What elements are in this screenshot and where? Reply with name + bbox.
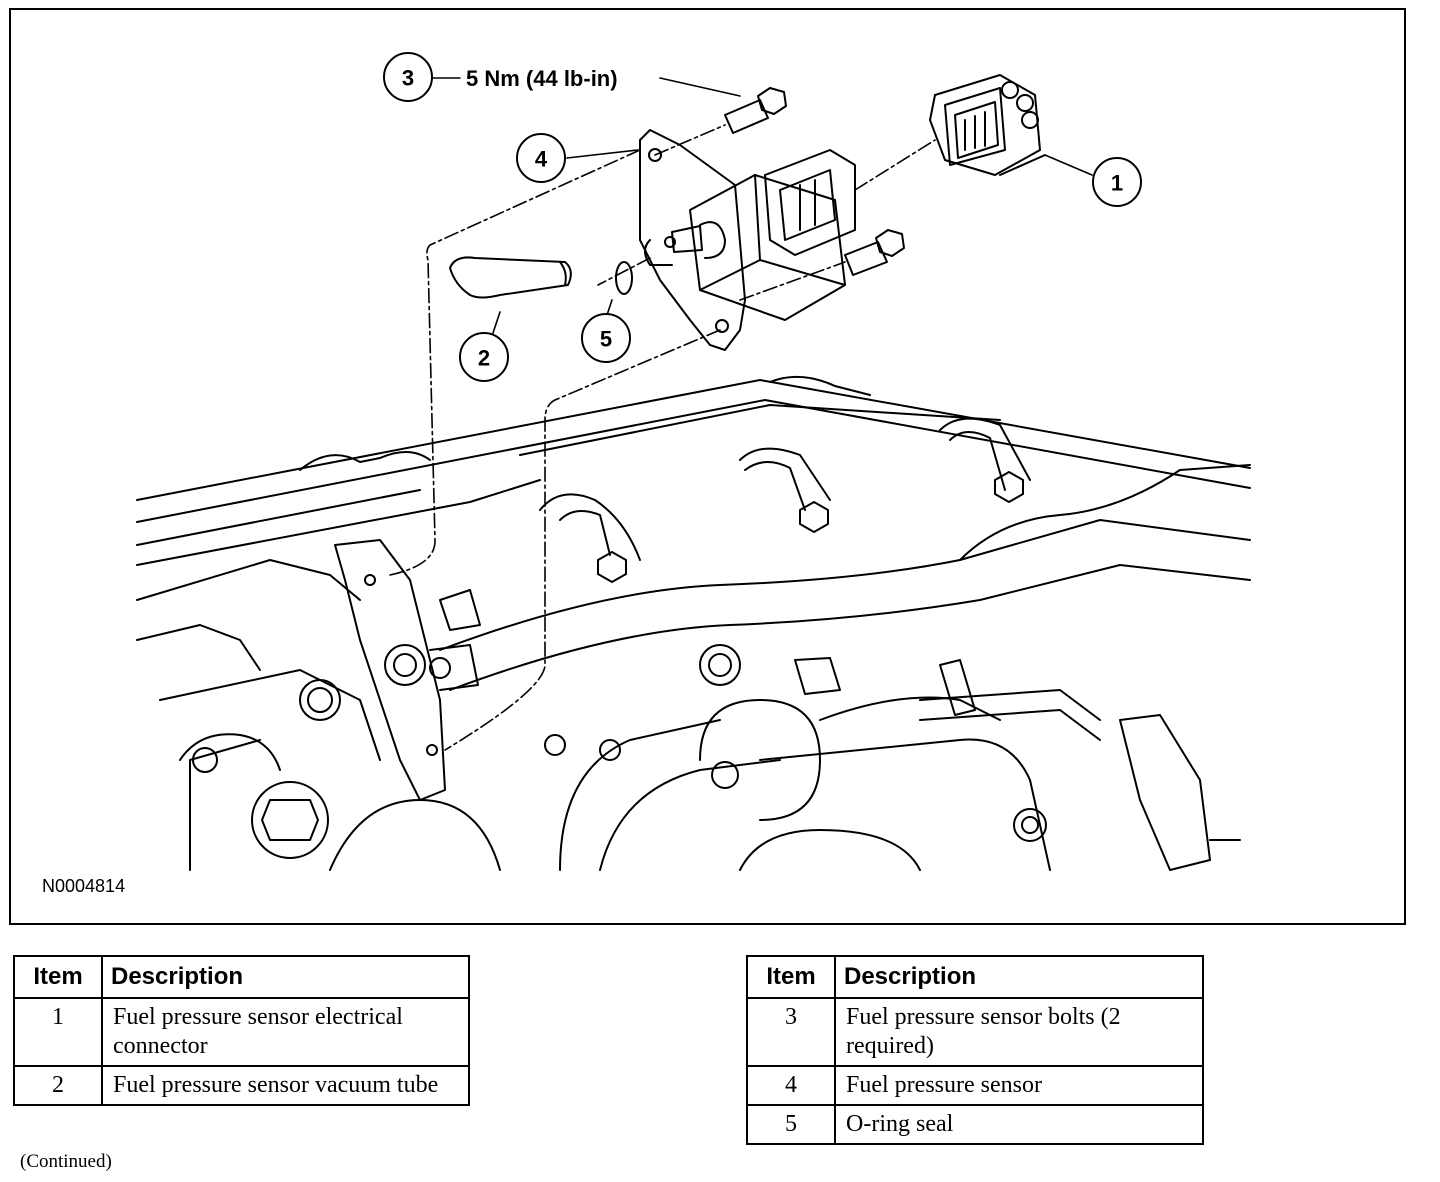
table-row: 4 Fuel pressure sensor (746, 1065, 1204, 1106)
row-description: Fuel pressure sensor electrical connecto… (101, 997, 470, 1067)
row-description: Fuel pressure sensor vacuum tube (101, 1065, 470, 1106)
header-description: Description (101, 955, 470, 999)
row-description: Fuel pressure sensor bolts (2 required) (834, 997, 1204, 1067)
row-item-number: 3 (746, 997, 836, 1067)
callout-circle-5 (581, 313, 631, 363)
centerline-port (597, 257, 651, 286)
centerline-connector (854, 139, 936, 191)
legend-table-left: Item Description 1 Fuel pressure sensor … (13, 955, 470, 1106)
callout-circle-1 (1092, 157, 1142, 207)
electrical-connector-drawing (929, 74, 1046, 176)
centerline-lower-bolt (739, 261, 846, 301)
figure-id-code: N0004814 (42, 876, 126, 896)
callout-circle-2 (459, 332, 509, 382)
callout-circle-3 (383, 52, 433, 102)
callout-label-4: 4 (535, 147, 548, 172)
row-description: Fuel pressure sensor (834, 1065, 1204, 1106)
row-item-number: 2 (13, 1065, 103, 1106)
callout-label-3: 3 (402, 66, 414, 91)
o-ring-drawing (615, 261, 633, 295)
row-item-number: 5 (746, 1104, 836, 1145)
centerline-flange-lower (444, 329, 721, 751)
table-row: 5 O-ring seal (746, 1104, 1204, 1145)
header-description: Description (834, 955, 1204, 999)
header-item: Item (13, 955, 103, 999)
table-row: 2 Fuel pressure sensor vacuum tube (13, 1065, 470, 1106)
vacuum-tube-drawing (449, 256, 572, 299)
table-header-row: Item Description (746, 955, 1204, 999)
fuel-pressure-sensor-drawing (639, 129, 856, 351)
exploded-view-diagram: 1 2 3 4 5 5 Nm (44 lb-in) (136, 52, 1251, 871)
callout-label-1: 1 (1111, 171, 1123, 196)
torque-spec-label: 5 Nm (44 lb-in) (466, 66, 618, 91)
row-description: O-ring seal (834, 1104, 1204, 1145)
row-item-number: 4 (746, 1065, 836, 1106)
bolt-top-drawing (724, 87, 787, 134)
intake-manifold-illustration (136, 375, 1251, 871)
row-item-number: 1 (13, 997, 103, 1067)
table-row: 3 Fuel pressure sensor bolts (2 required… (746, 997, 1204, 1067)
callout-label-2: 2 (478, 346, 490, 371)
callout-circle-4 (516, 133, 566, 183)
table-row: 1 Fuel pressure sensor electrical connec… (13, 997, 470, 1067)
legend-table-right: Item Description 3 Fuel pressure sensor … (746, 955, 1204, 1145)
figure-frame (9, 8, 1406, 925)
centerline-flange-upper (389, 149, 641, 576)
continued-note: (Continued) (20, 1151, 112, 1172)
table-header-row: Item Description (13, 955, 470, 999)
header-item: Item (746, 955, 836, 999)
callout-label-5: 5 (600, 327, 612, 352)
bolt-lower-drawing (844, 229, 905, 276)
centerline-top-bolt (654, 124, 726, 156)
